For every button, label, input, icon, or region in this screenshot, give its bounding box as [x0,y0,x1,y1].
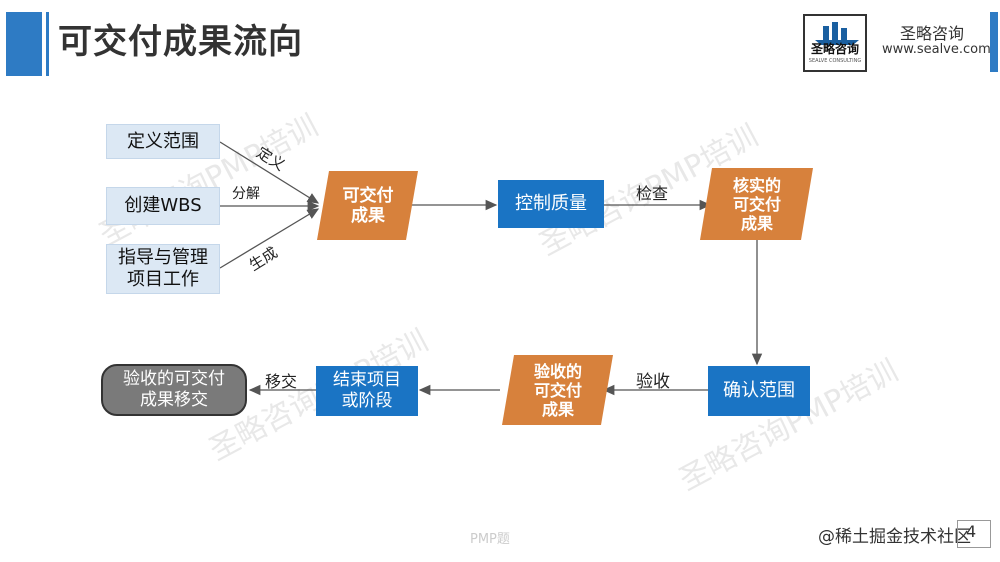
direct-manage-work-box: 指导与管理 项目工作 [106,244,220,294]
create-wbs-box: 创建WBS [106,187,220,225]
logo-subtext: SEALVE CONSULTING [808,58,862,64]
label-check: 检查 [636,184,669,203]
title-accent-bar [6,12,42,76]
accepted-deliverables-label: 验收的 可交付 成果 [508,355,608,425]
page-number-frame [957,520,991,548]
verified-deliverables-shape [700,168,813,240]
label-accept: 验收 [636,372,670,392]
control-quality-box: 控制质量 [498,180,604,228]
company-url: www.sealve.com [882,42,991,57]
page-title: 可交付成果流向 [58,22,303,62]
header-right-strip [990,12,998,72]
label-transfer: 移交 [265,372,298,391]
company-name: 圣略咨询 [900,24,965,43]
final-transfer-box: 验收的可交付 成果移交 [101,364,247,416]
box-line: 核实的 [732,175,781,195]
validate-scope-box: 确认范围 [708,366,810,416]
page-number: 4 [966,522,977,541]
define-scope-box: 定义范围 [106,124,220,159]
box-line: 成果移交 [140,390,208,410]
box-line: 成果 [351,205,385,226]
title-accent-line [46,12,49,76]
accepted-deliverables-shape [502,355,613,425]
arrow-define [219,141,320,204]
box-line: 验收的 [533,361,582,381]
box-line: 可交付 [732,194,781,214]
footer-source: @稀土掘金技术社区 [818,527,971,547]
box-line: 项目工作 [127,269,199,290]
close-project-box: 结束项目 或阶段 [316,366,418,416]
label-decompose: 分解 [232,186,260,202]
arrow-generate [219,208,320,269]
box-line: 可交付 [533,380,582,400]
logo-text: 圣略咨询 [810,42,859,56]
box-line: 成果 [740,213,773,233]
box-line: 或阶段 [341,391,393,411]
box-line: 结束项目 [333,370,401,390]
box-line: 验收的可交付 [123,369,225,389]
deliverables-label: 可交付 成果 [322,171,414,240]
footer-mark: PMP题 [470,532,510,547]
verified-deliverables-label: 核实的 可交付 成果 [706,168,808,240]
box-line: 指导与管理 [118,247,208,268]
ship-icon [815,22,859,45]
company-logo [803,14,867,72]
deliverables-shape [317,171,418,240]
box-line: 成果 [541,399,574,419]
box-line: 可交付 [342,185,394,206]
